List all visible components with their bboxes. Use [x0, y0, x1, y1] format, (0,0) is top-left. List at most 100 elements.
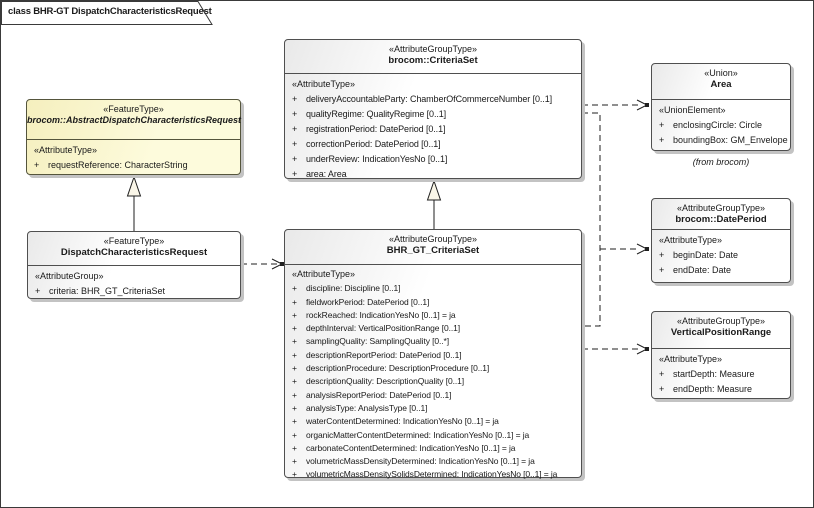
visibility-sign: +: [292, 296, 297, 307]
stereotype-label: «FeatureType»: [103, 104, 164, 114]
attribute-text: waterContentDetermined: IndicationYesNo …: [306, 416, 499, 427]
stereotype-label: «Union»: [704, 68, 738, 78]
stereotype-label: «FeatureType»: [103, 236, 165, 246]
class-brocom-criteriaset[interactable]: «AttributeGroupType» brocom::CriteriaSet…: [284, 39, 582, 179]
visibility-sign: +: [292, 139, 298, 149]
class-brocom-dateperiod[interactable]: «AttributeGroupType» brocom::DatePeriod …: [651, 198, 791, 283]
compartment-label: «AttributeType»: [659, 354, 723, 364]
attribute-row: + samplingQuality: SamplingQuality [0..*]: [285, 335, 581, 348]
visibility-sign: +: [292, 469, 297, 480]
attribute-text: fieldworkPeriod: DatePeriod [0..1]: [306, 296, 430, 307]
attribute-text: descriptionProcedure: DescriptionProcedu…: [306, 363, 490, 374]
class-area[interactable]: «Union» Area «UnionElement» +enclosingCi…: [651, 63, 791, 151]
compartment-label: «UnionElement»: [659, 105, 726, 115]
attribute-text: descriptionQuality: DescriptionQuality […: [306, 376, 465, 387]
attribute-text: qualityRegime: QualityRegime [0..1]: [306, 109, 447, 119]
visibility-sign: +: [292, 336, 297, 347]
class-abstract-dispatch-characteristics-request[interactable]: «FeatureType» brocom::AbstractDispatchCh…: [26, 99, 241, 175]
attribute-text: samplingQuality: SamplingQuality [0..*]: [306, 336, 450, 347]
attribute-text: beginDate: Date: [673, 250, 739, 260]
visibility-sign: +: [292, 309, 297, 320]
attribute-row: + boundingBox: GM_Envelope: [652, 133, 790, 148]
class-name: VerticalPositionRange: [670, 327, 772, 338]
attribute-text: volumetricMassDensityDetermined: Indicat…: [306, 456, 535, 467]
attribute-row: +descriptionReportPeriod: DatePeriod [0.…: [285, 349, 581, 362]
attribute-row: + qualityRegime: QualityRegime [0..1]: [285, 107, 581, 122]
attribute-text: boundingBox: GM_Envelope: [673, 135, 788, 145]
attribute-row: + area: Area: [285, 167, 581, 182]
attribute-row: + rockReached: IndicationYesNo [0..1] = j…: [285, 309, 581, 322]
attribute-row: +organicMatterContentDetermined: Indicat…: [285, 429, 581, 442]
attribute-text: carbonateContentDetermined: IndicationYe…: [306, 442, 516, 453]
visibility-sign: +: [292, 376, 297, 387]
attribute-text: criteria: BHR_GT_CriteriaSet: [49, 286, 166, 296]
generalization-dispatch-to-abstract[interactable]: [126, 175, 142, 231]
attribute-row: +volumetricMassDensitySolidsDetermined: …: [285, 468, 581, 481]
attribute-row: + beginDate: Date: [652, 248, 790, 263]
visibility-sign: +: [659, 135, 665, 145]
visibility-sign: +: [292, 283, 297, 294]
visibility-sign: +: [659, 369, 665, 379]
dependency-bhrgt-to-vpr[interactable]: [582, 343, 649, 355]
visibility-sign: +: [659, 265, 665, 275]
stereotype-label: «AttributeGroupType»: [676, 316, 766, 326]
class-name: Area: [710, 79, 732, 90]
class-name: brocom::DatePeriod: [675, 214, 767, 225]
class-dispatch-characteristics-request[interactable]: «FeatureType» DispatchCharacteristicsReq…: [27, 231, 241, 299]
attribute-row: +endDepth: Measure: [652, 382, 790, 397]
visibility-sign: +: [292, 456, 297, 467]
compartment-label: «AttributeType»: [34, 145, 98, 155]
dependency-criteriaset-to-dateperiod[interactable]: [582, 112, 649, 327]
attribute-text: discipline: Discipline [0..1]: [306, 283, 401, 294]
compartment-label: «AttributeType»: [292, 269, 356, 279]
visibility-sign: +: [292, 109, 298, 119]
attribute-row: +enclosingCircle: Circle: [652, 118, 790, 133]
attribute-row: + descriptionQuality: DescriptionQuality …: [285, 375, 581, 388]
visibility-sign: +: [292, 124, 298, 134]
class-name: BHR_GT_CriteriaSet: [386, 245, 480, 256]
visibility-sign: +: [292, 363, 297, 374]
diagram-frame-title: class BHR-GT DispatchCharacteristicsRequ…: [8, 6, 212, 17]
attribute-text: area: Area: [306, 169, 347, 179]
visibility-sign: +: [292, 442, 297, 453]
stereotype-label: «AttributeGroupType»: [388, 44, 478, 54]
visibility-sign: +: [292, 429, 297, 440]
attribute-row: + criteria: BHR_GT_CriteriaSet: [28, 284, 240, 299]
visibility-sign: +: [659, 384, 665, 394]
visibility-sign: +: [292, 94, 298, 104]
attribute-text: rockReached: IndicationYesNo [0..1] = ja: [306, 309, 456, 320]
attribute-text: correctionPeriod: DatePeriod [0..1]: [306, 139, 441, 149]
generalization-bhrgt-to-criteriaset[interactable]: [426, 179, 442, 229]
visibility-sign: +: [292, 416, 297, 427]
attribute-row: +endDate: Date: [652, 263, 790, 278]
attribute-text: registrationPeriod: DatePeriod [0..1]: [306, 124, 446, 134]
dependency-dispatch-to-bhrgt[interactable]: [241, 258, 284, 270]
attribute-row: +analysisReportPeriod: DatePeriod [0..1]: [285, 389, 581, 402]
visibility-sign: +: [292, 402, 297, 413]
visibility-sign: +: [292, 323, 297, 334]
stereotype-label: «AttributeGroupType»: [676, 203, 766, 213]
attribute-row: + correctionPeriod: DatePeriod [0..1]: [285, 137, 581, 152]
stereotype-label: «AttributeGroupType»: [388, 234, 478, 244]
visibility-sign: +: [35, 286, 41, 296]
attribute-row: + startDepth: Measure: [652, 367, 790, 382]
visibility-sign: +: [292, 169, 298, 179]
visibility-sign: +: [292, 154, 298, 164]
area-package-caption: (from brocom): [692, 157, 750, 167]
attribute-row: + depthInterval: VerticalPositionRange [0…: [285, 322, 581, 335]
dependency-criteriaset-to-area[interactable]: [582, 99, 649, 111]
attribute-text: startDepth: Measure: [673, 369, 755, 379]
class-bhr-gt-criteriaset[interactable]: «AttributeGroupType» BHR_GT_CriteriaSet …: [284, 229, 582, 481]
visibility-sign: +: [34, 160, 40, 170]
attribute-text: deliveryAccountableParty: ChamberOfComme…: [306, 94, 553, 104]
attribute-text: depthInterval: VerticalPositionRange [0.…: [306, 323, 460, 334]
class-name: brocom::CriteriaSet: [388, 55, 478, 66]
class-vertical-position-range[interactable]: «AttributeGroupType» VerticalPositionRan…: [651, 311, 791, 399]
attribute-text: enclosingCircle: Circle: [673, 120, 763, 130]
attribute-row: + registrationPeriod: DatePeriod [0..1]: [285, 122, 581, 137]
visibility-sign: +: [292, 389, 297, 400]
attribute-row: + fieldworkPeriod: DatePeriod [0..1]: [285, 296, 581, 309]
visibility-sign: +: [659, 250, 665, 260]
attribute-row: + volumetricMassDensityDetermined: Indica…: [285, 455, 581, 468]
